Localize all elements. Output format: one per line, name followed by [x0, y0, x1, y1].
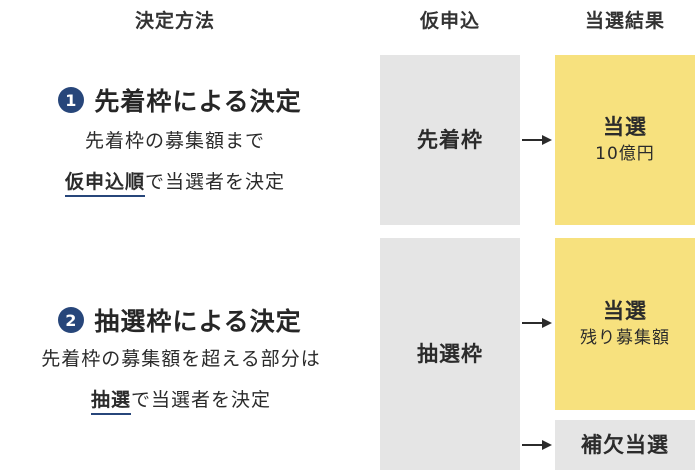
method2-title: 2 抽選枠による決定 — [30, 302, 330, 338]
apply-box-first-come: 先着枠 — [380, 55, 520, 225]
apply-box-first-come-label: 先着枠 — [417, 128, 483, 152]
method1-emphasis: 仮申込順 — [64, 171, 145, 197]
result-lottery-detail: 残り募集額 — [580, 328, 670, 348]
method1-description-line1: 先着枠の募集額まで — [84, 130, 265, 152]
method2-description-line1: 先着枠の募集額を超える部分は — [41, 348, 321, 370]
method1-title-text: 先着枠による決定 — [94, 87, 302, 116]
number-badge-2: 2 — [58, 307, 85, 333]
method2-description-line2: 抽選で当選者を決定 — [0, 386, 362, 415]
apply-box-lottery: 抽選枠 — [380, 238, 520, 470]
result-waitlist-title: 補欠当選 — [581, 433, 669, 457]
result-box-lottery-win: 当選 残り募集額 — [555, 238, 695, 410]
method2-title-text: 抽選枠による決定 — [94, 307, 302, 336]
header-result: 当選結果 — [584, 10, 665, 32]
method1-title: 1 先着枠による決定 — [30, 82, 330, 118]
result-first-title: 当選 — [603, 115, 647, 139]
method2-emphasis: 抽選 — [90, 389, 131, 415]
apply-box-lottery-label: 抽選枠 — [417, 342, 483, 366]
right-arrow-icon — [522, 318, 552, 328]
header-apply: 仮申込 — [419, 10, 480, 32]
result-box-waitlist: 補欠当選 — [555, 420, 695, 470]
right-arrow-icon — [522, 135, 552, 145]
number-badge-1: 1 — [58, 87, 85, 113]
method1-line2-rest: で当選者を決定 — [145, 171, 286, 193]
right-arrow-icon — [522, 440, 552, 450]
method2-line2-rest: で当選者を決定 — [131, 389, 272, 411]
header-method: 決定方法 — [134, 10, 215, 32]
result-lottery-title: 当選 — [603, 299, 647, 323]
result-box-first-come-win: 当選 10億円 — [555, 55, 695, 225]
method1-description-line2: 仮申込順で当選者を決定 — [0, 168, 350, 197]
result-first-detail: 10億円 — [595, 144, 655, 164]
